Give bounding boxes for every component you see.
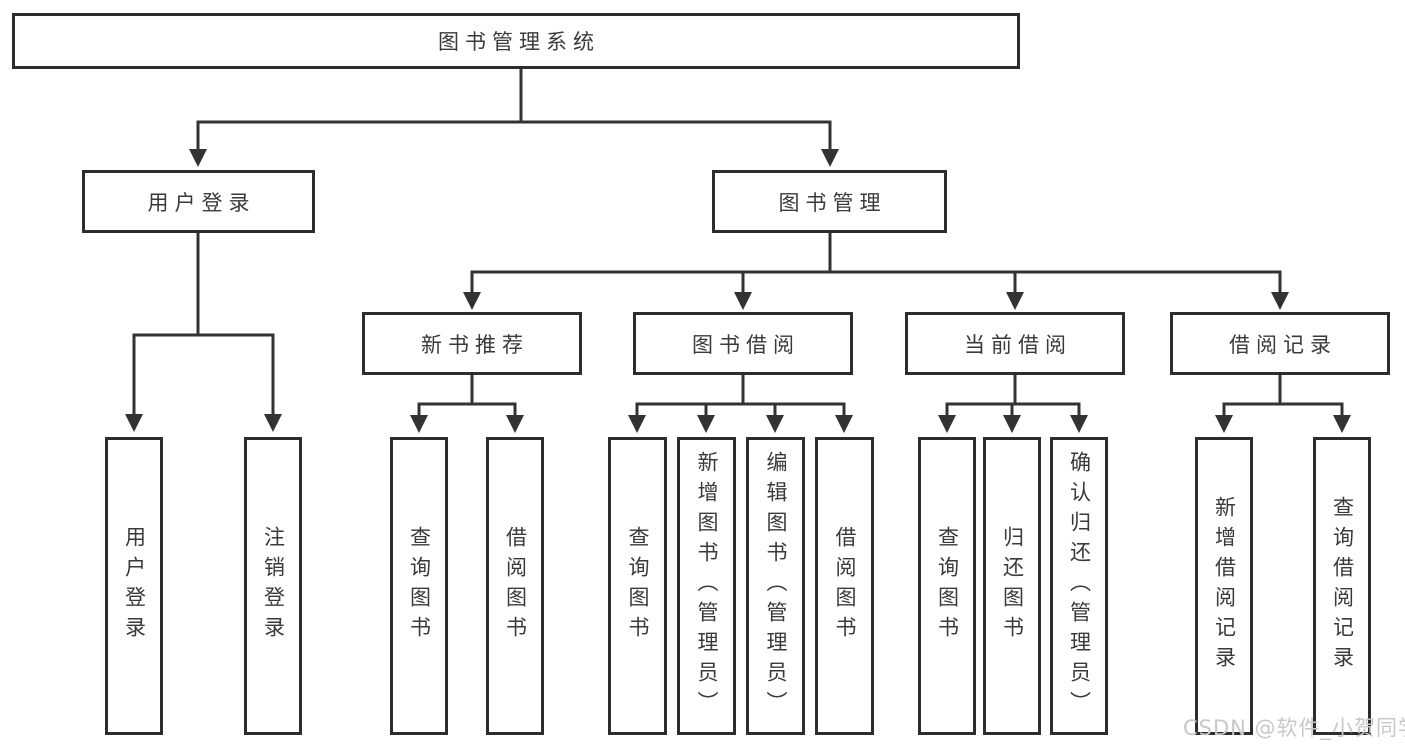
- leaf-query-borrow-record: 查询借阅记录: [1313, 437, 1371, 735]
- node-current-borrowing: 当前借阅: [905, 312, 1125, 375]
- connector-book-borrow-group: [628, 375, 853, 433]
- node-book-management-label: 图书管理: [778, 190, 887, 215]
- node-user-login-label: 用户登录: [147, 190, 256, 215]
- leaf-add-borrow-record: 新增借阅记录: [1195, 437, 1253, 735]
- node-new-book-recommend-label: 新书推荐: [421, 332, 529, 357]
- node-root-system-label: 图书管理系统: [438, 30, 600, 54]
- leaf-query-books-current: 查询图书: [918, 437, 976, 735]
- connector-new-book-group: [410, 375, 524, 433]
- node-book-borrowing: 图书借阅: [633, 312, 853, 375]
- connector-current-borrow-group: [938, 375, 1088, 433]
- leaf-logout: 注销登录: [244, 437, 302, 735]
- connector-borrow-record-group: [1215, 375, 1351, 433]
- connector-book-management-group: [463, 233, 1289, 310]
- node-user-login: 用户登录: [82, 170, 315, 233]
- node-root-system: 图书管理系统: [12, 13, 1020, 69]
- leaf-query-books-borrow: 查询图书: [608, 437, 667, 735]
- node-borrowing-records-label: 借阅记录: [1229, 332, 1337, 357]
- node-book-management: 图书管理: [712, 170, 947, 233]
- leaf-borrow-books-recommend: 借阅图书: [486, 437, 544, 735]
- leaf-confirm-return-admin: 确认归还（管理员）: [1050, 437, 1108, 735]
- connector-root-to-level1: [189, 68, 839, 167]
- leaf-return-book: 归还图书: [983, 437, 1041, 735]
- node-borrowing-records: 借阅记录: [1170, 312, 1390, 375]
- node-current-borrowing-label: 当前借阅: [964, 332, 1072, 357]
- node-book-borrowing-label: 图书借阅: [692, 332, 800, 357]
- csdn-watermark: CSDN @软件_小贺同学: [1183, 716, 1405, 740]
- node-new-book-recommend: 新书推荐: [362, 312, 582, 375]
- connector-user-login-group: [125, 233, 282, 432]
- leaf-add-book-admin: 新增图书（管理员）: [677, 437, 736, 735]
- leaf-query-books-recommend: 查询图书: [390, 437, 448, 735]
- leaf-edit-book-admin: 编辑图书（管理员）: [746, 437, 805, 735]
- leaf-borrow-books: 借阅图书: [815, 437, 874, 735]
- leaf-user-login: 用户登录: [105, 437, 163, 735]
